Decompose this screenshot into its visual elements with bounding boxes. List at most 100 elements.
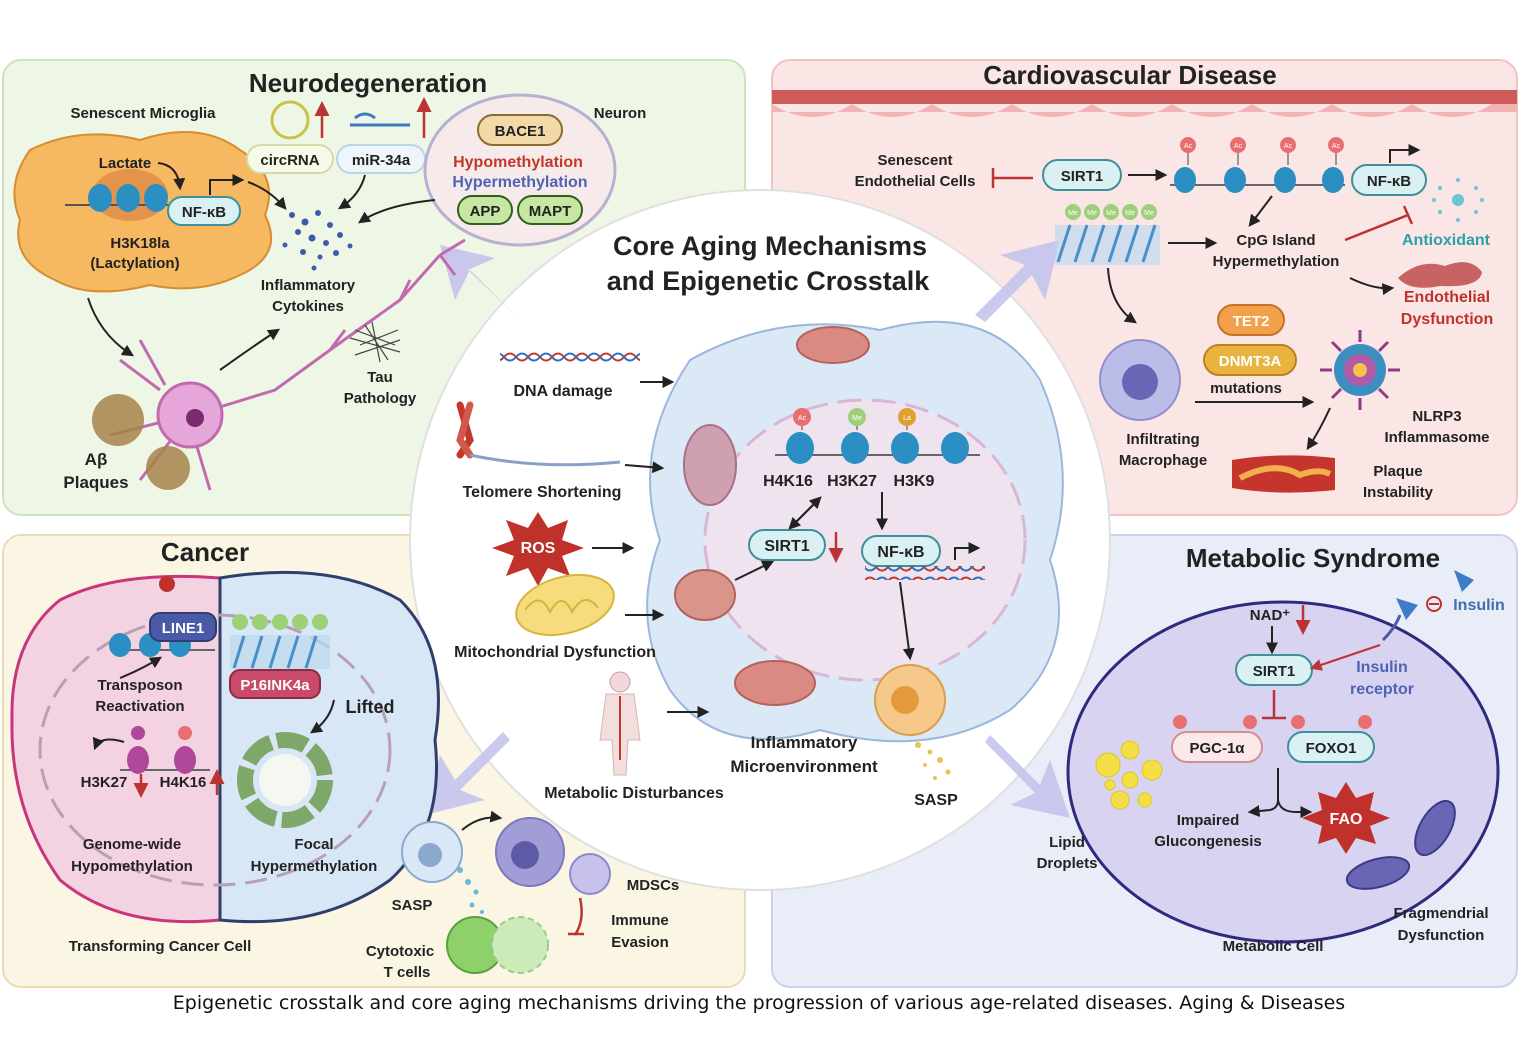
cpg-2: Hypermethylation	[1213, 253, 1340, 270]
genome-2: Hypomethylation	[71, 858, 193, 875]
nlrp3-icon	[1320, 330, 1400, 410]
circrna-pill	[246, 144, 334, 174]
cancer-nucleus	[38, 613, 392, 887]
focal-2: Hypermethylation	[251, 858, 378, 875]
neuro-title: Neurodegeneration	[249, 68, 487, 98]
arrow-to-cancer	[425, 732, 510, 815]
mdsc-small	[569, 853, 611, 895]
foxo1-pill	[1287, 731, 1375, 763]
dna-damage-icon	[500, 352, 640, 366]
microenv-1: Inflammatory	[751, 733, 858, 752]
antioxidant: Antioxidant	[1402, 232, 1491, 249]
frag-1: Fragmendrial	[1393, 905, 1488, 922]
receptor-2: receptor	[1350, 681, 1414, 698]
cardio-me-2: Me	[1087, 210, 1097, 217]
nucleus	[703, 398, 1027, 682]
arrow-to-cardio	[975, 240, 1060, 322]
chromosome-icon	[456, 401, 621, 467]
impaired-2: Glucongenesis	[1154, 833, 1262, 850]
dnmt3a: DNMT3A	[1219, 353, 1282, 370]
cardio-me-1: Me	[1068, 210, 1078, 217]
methylated-dna	[1055, 204, 1160, 265]
center-sasp: SASP	[914, 792, 958, 809]
pgc: PGC-1α	[1189, 740, 1245, 757]
lactate-label: Lactate	[99, 155, 152, 172]
circrna-icon	[270, 100, 310, 140]
cardio-ac-1: Ac	[1184, 143, 1193, 150]
cardio-sirt1-pill	[1042, 159, 1122, 191]
abeta-2: Plaques	[63, 473, 128, 492]
abeta-plaque-2	[146, 446, 190, 490]
h3k18la-2: (Lactylation)	[90, 255, 179, 272]
senescent-endo-2: Endothelial Cells	[855, 173, 976, 190]
cytokines-2: Cytokines	[272, 298, 344, 315]
cell-mito-1	[796, 326, 870, 364]
cell-cycle-wheel	[237, 732, 333, 828]
macro-1: Infiltrating	[1126, 431, 1199, 448]
vessel-wall	[772, 90, 1517, 104]
neuro-microglia-label: Senescent Microglia	[70, 105, 216, 122]
cell-mito-3	[674, 569, 736, 621]
cell-mito-4	[734, 660, 816, 706]
cancer-h3k27: H3K27	[81, 774, 128, 791]
driver-mito: Mitochondrial Dysfunction	[454, 644, 656, 661]
frag-2: Dysfunction	[1398, 927, 1485, 944]
ac-mark	[793, 408, 811, 426]
nad: NAD⁺	[1250, 607, 1290, 624]
bace1: BACE1	[495, 123, 546, 140]
foxo1: FOXO1	[1306, 740, 1357, 757]
cardio-me-4: Me	[1125, 210, 1135, 217]
immune-1: Immune	[611, 912, 669, 929]
cytokine-dots	[282, 210, 353, 271]
la-mark	[898, 408, 916, 426]
plaque-1: Plaque	[1373, 463, 1422, 480]
bace1-pill	[477, 114, 563, 146]
driver-metabolic: Metabolic Disturbances	[544, 785, 724, 802]
cell-mito-2	[683, 424, 737, 506]
tau-2: Pathology	[344, 390, 417, 407]
sasp-particles	[915, 742, 951, 780]
arrow-to-metabolic	[985, 735, 1070, 818]
cpg-1: CpG Island	[1236, 232, 1315, 249]
app-pill	[457, 195, 513, 225]
arrow-to-neuro	[440, 245, 520, 320]
mark-h4k16: H4K16	[763, 473, 813, 490]
p16-pill	[229, 669, 321, 699]
pgc-pill	[1171, 731, 1263, 763]
h3k18la-1: H3K18la	[110, 235, 170, 252]
cancer-h4k16: H4K16	[160, 774, 207, 791]
abeta-plaque-1	[92, 394, 144, 446]
tet2: TET2	[1233, 313, 1270, 330]
me-mark-label: Me	[852, 415, 862, 422]
tet2-pill	[1217, 304, 1285, 336]
p16: P16INK4a	[240, 677, 310, 694]
receptor-1: Insulin	[1356, 659, 1408, 676]
transposon-1: Transposon	[97, 677, 182, 694]
cardio-ac-4: Ac	[1332, 143, 1341, 150]
cancer-nucleosomes-left	[120, 726, 210, 774]
endothelium	[772, 104, 1517, 117]
cardio-nucleosomes	[1174, 137, 1344, 193]
app: APP	[470, 203, 501, 220]
cardio-nfkb-pill	[1351, 164, 1427, 196]
cancer-cell-left	[10, 574, 222, 924]
cardio-ac-2: Ac	[1234, 143, 1243, 150]
line1: LINE1	[162, 620, 205, 637]
cardio-me-3: Me	[1106, 210, 1116, 217]
neuro-neuron-label: Neuron	[594, 105, 647, 122]
genome-1: Genome-wide	[83, 836, 181, 853]
cancer-methylated-dna	[230, 614, 330, 669]
metab-mito-2	[1345, 856, 1411, 890]
figure-caption: Epigenetic crosstalk and core aging mech…	[172, 992, 1346, 1014]
dnmt3a-pill	[1203, 344, 1297, 376]
driver-dna-damage: DNA damage	[514, 383, 613, 400]
cardio-nfkb: NF-κB	[1367, 173, 1411, 190]
lipid-droplets	[1095, 740, 1163, 810]
metab-sirt1: SIRT1	[1253, 663, 1296, 680]
abeta-1: Aβ	[85, 450, 108, 469]
senescent-endo-1: Senescent	[877, 152, 952, 169]
nlrp3-2: Inflammasome	[1384, 429, 1489, 446]
human-body-icon	[599, 671, 641, 776]
mark-h3k9: H3K9	[894, 473, 935, 490]
transposon-2: Reactivation	[95, 698, 184, 715]
